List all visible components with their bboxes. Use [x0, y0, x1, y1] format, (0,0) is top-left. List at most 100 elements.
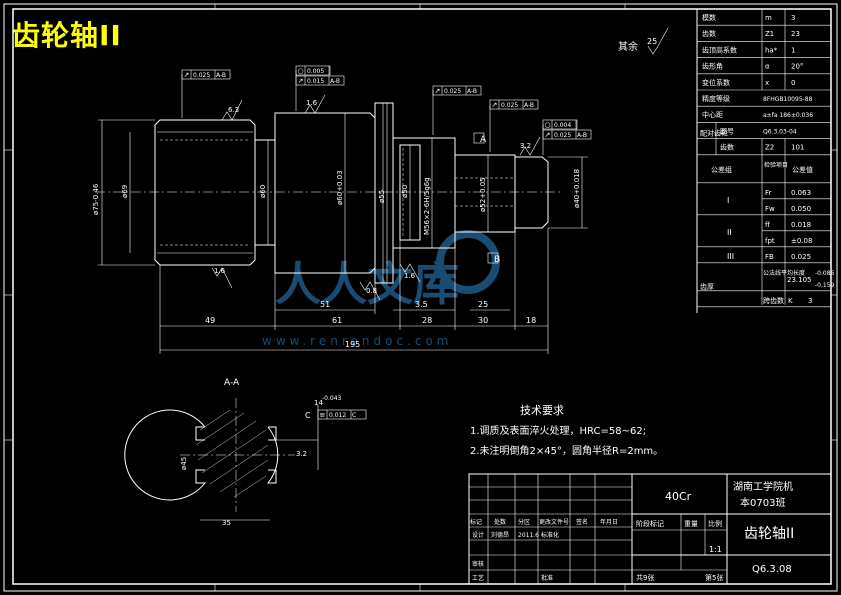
technical-requirements: 技术要求 1.调质及表面淬火处理，HRC=58~62; 2.未注明倒角2×45°…: [470, 404, 663, 457]
fcf-symbol: ↗: [435, 87, 441, 95]
tol-value: 0.018: [791, 221, 811, 229]
gear-section: [154, 119, 256, 266]
shaft-main-view: ø75-0.46 ø69 ø60 ø60+0.03 ø55 ø50 M56×2-…: [92, 27, 669, 354]
fcf-symbol: ↗: [298, 77, 304, 85]
watermark: 人人文库 www.renrendoc.com: [262, 230, 500, 348]
tol-symbol: ff: [765, 221, 770, 229]
design-label: 设计: [472, 531, 484, 539]
rev-label-0: 标记: [470, 518, 482, 526]
ra-key: 3.2: [296, 450, 307, 458]
journal-40: [515, 156, 549, 229]
fcf-tolerance: 0.005: [307, 68, 324, 75]
fcf-box: ↗0.015 A-B: [295, 75, 345, 86]
tol-value: 0.063: [791, 189, 811, 197]
roughness-note-label: 其余: [618, 40, 638, 53]
rev-label-3: 更改文件号: [539, 518, 569, 526]
sheets: 共9张: [636, 573, 654, 582]
normal-length-value: 23.105: [787, 276, 812, 284]
dim-25: 25: [478, 300, 488, 309]
fcf-symbol: ○: [545, 121, 551, 129]
class: 本0703班: [740, 496, 785, 509]
normal-dev-low: -0.159: [815, 282, 835, 289]
fcf-datum: C: [352, 412, 356, 419]
param-value: 23: [791, 30, 800, 38]
fcf-symbol: ↗: [492, 101, 498, 109]
gear-side-label: 齿厚: [700, 283, 714, 291]
fcf-datum: A-B: [467, 88, 477, 95]
fcf-tolerance: 0.025: [193, 72, 210, 79]
param-symbol: α: [765, 63, 770, 71]
drawing-title: 齿轮轴II: [12, 19, 122, 52]
tol-group: II: [727, 228, 732, 237]
tol-value: 0.050: [791, 205, 811, 213]
journal-60: [274, 112, 376, 274]
param-symbol: ha*: [765, 46, 778, 54]
watermark-text: 人人文库: [275, 257, 459, 311]
param-name: 齿数: [702, 29, 716, 38]
span-value: 3: [808, 297, 812, 305]
inner-border: [12, 8, 832, 585]
param-name: 模数: [702, 13, 716, 22]
param-value: Q6.3.03-04: [763, 128, 797, 135]
std-label: 标准化: [541, 531, 559, 539]
scale-label: 比例: [708, 519, 722, 528]
dim-d75: ø75-0.46: [92, 183, 100, 215]
rev-label-4: 签名: [576, 518, 588, 526]
dim-key-d: ø45: [180, 457, 188, 470]
roughness-note-value: 25: [647, 37, 657, 46]
section-view-a-a: A-A ø45 35 14 -0.043 3.2 C: [124, 378, 342, 527]
fcf-tolerance: 0.015: [307, 78, 324, 85]
dim-d52: ø52+0.05: [479, 177, 487, 212]
dim-195: 195: [345, 340, 360, 349]
param-symbol: Z2: [765, 144, 774, 152]
rev-label-2: 分区: [518, 518, 530, 526]
designer: 刘德昂: [491, 531, 509, 539]
dim-61: 61: [332, 316, 342, 325]
fcf-datum: A-B: [330, 78, 340, 85]
drawing-no: Q6.3.08: [752, 564, 792, 575]
tol-value: 0.025: [791, 253, 811, 261]
span-symbol: K: [788, 297, 793, 305]
dim-key-w: 14: [314, 399, 323, 407]
tol-header-item: 检验项目: [764, 161, 788, 169]
param-name: 中心距: [702, 110, 723, 119]
dim-d50: ø50: [401, 185, 409, 198]
fcf-symbol: ○: [298, 67, 304, 75]
param-name: 图号: [720, 127, 734, 135]
process-label: 工艺: [472, 574, 484, 582]
fcf-tolerance: 0.004: [554, 122, 571, 129]
param-value: 1: [791, 46, 795, 54]
title-block: 标记 处数 分区 更改文件号 签名 年月日 设计 刘德昂 2011.6 标准化 …: [468, 473, 832, 585]
dim-d40: ø40+0.018: [573, 169, 581, 208]
school: 湖南工学院机: [733, 480, 793, 493]
watermark-logo-ring: [436, 230, 500, 294]
param-name: 齿数: [720, 143, 734, 152]
mate-label: 配对齿轮: [700, 128, 728, 137]
outer-border: [3, 3, 838, 592]
dim-d60b: ø60+0.03: [336, 170, 344, 205]
fcf-symbol: ↗: [184, 71, 190, 79]
ra-1-6b: 3.2: [520, 142, 531, 150]
fcf-box: ○0.005: [295, 65, 331, 76]
rev-label-5: 年月日: [600, 518, 618, 526]
roughness-marks: [211, 27, 669, 301]
fcf-tolerance: 0.025: [501, 102, 518, 109]
dim-d60: ø60: [259, 185, 267, 198]
tech-req-line-2: 2.未注明倒角2×45°，圆角半径R=2mm。: [470, 444, 663, 457]
dim-51: 51: [320, 300, 330, 309]
dim-d69: ø69: [121, 185, 129, 198]
check-label: 审核: [472, 560, 484, 568]
tol-value: ±0.08: [791, 237, 812, 245]
tol-symbol: fpt: [765, 237, 775, 245]
section-label: A-A: [224, 378, 240, 388]
param-value: 0: [791, 79, 795, 87]
tol-symbol: Fw: [765, 205, 775, 213]
part-name: 齿轮轴II: [744, 526, 794, 542]
param-value: 8FHGB10095-88: [763, 96, 813, 103]
param-value: a±fa 186±0.036: [763, 112, 813, 119]
